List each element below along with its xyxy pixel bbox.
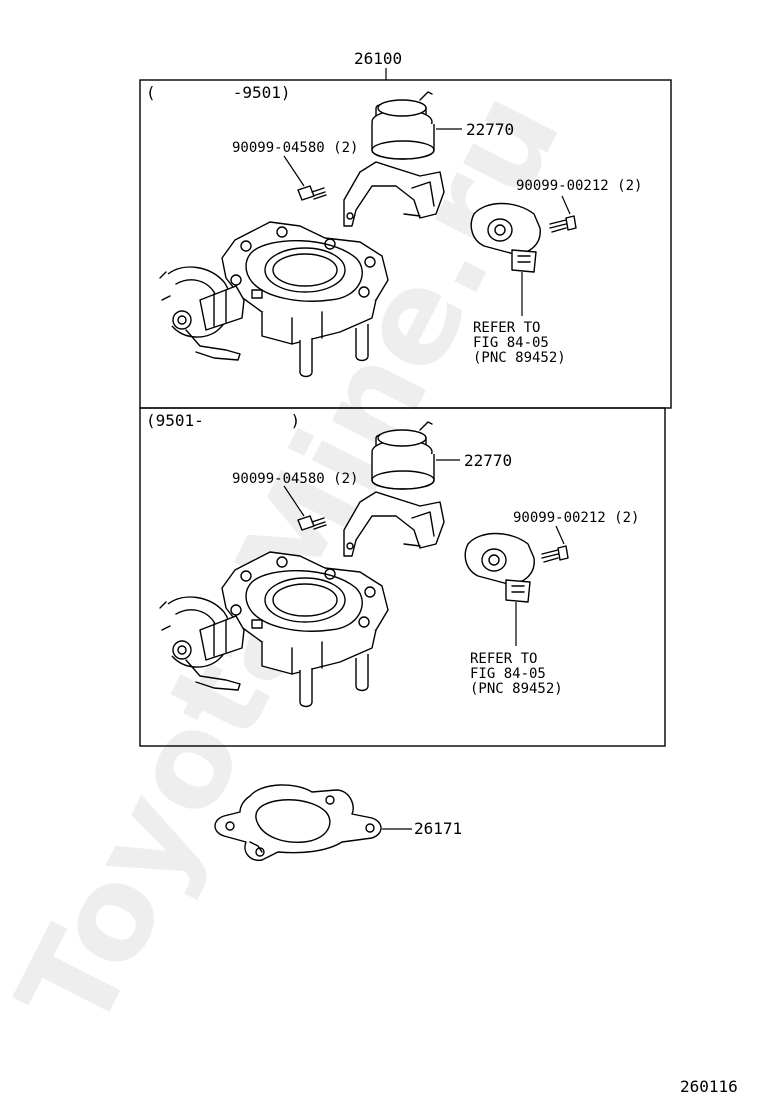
panel-lower: (9501- ) 22770 90099-04580 (2) 90099-002…: [139, 407, 666, 747]
panel-lower-frame: [139, 407, 666, 747]
bolt-part-number: 90099-04580 (2): [232, 471, 358, 487]
gasket-drawing: [214, 784, 382, 861]
throttle-sensor-drawing: [464, 532, 535, 603]
valve-part-number: 22770: [466, 120, 514, 139]
screw-part-number: 90099-00212 (2): [516, 178, 642, 194]
refer-line-2: FIG 84-05: [470, 666, 546, 682]
bolt-part-number: 90099-04580 (2): [232, 140, 358, 156]
refer-line-3: (PNC 89452): [470, 681, 563, 697]
screw-drawing: [541, 545, 569, 563]
screw-leader: [561, 195, 571, 215]
refer-line-1: REFER TO: [470, 651, 537, 667]
assembly-part-number: 26100: [354, 49, 402, 68]
panel-lower-range-label: (9501- ): [146, 411, 300, 430]
bolt-leader: [283, 155, 305, 187]
figure-id: 260116: [680, 1077, 738, 1096]
bolt-leader: [283, 485, 305, 517]
refer-line-2: FIG 84-05: [473, 335, 549, 351]
valve-part-number: 22770: [464, 451, 512, 470]
bolt-drawing: [297, 185, 327, 201]
screw-drawing: [549, 215, 577, 233]
refer-line-3: (PNC 89452): [473, 350, 566, 366]
gasket: 26171: [214, 784, 462, 861]
screw-leader: [555, 525, 565, 545]
gasket-part-number: 26171: [414, 819, 462, 838]
refer-line-1: REFER TO: [473, 320, 540, 336]
panel-upper-range-label: ( -9501): [146, 83, 291, 102]
screw-part-number: 90099-00212 (2): [513, 510, 639, 526]
